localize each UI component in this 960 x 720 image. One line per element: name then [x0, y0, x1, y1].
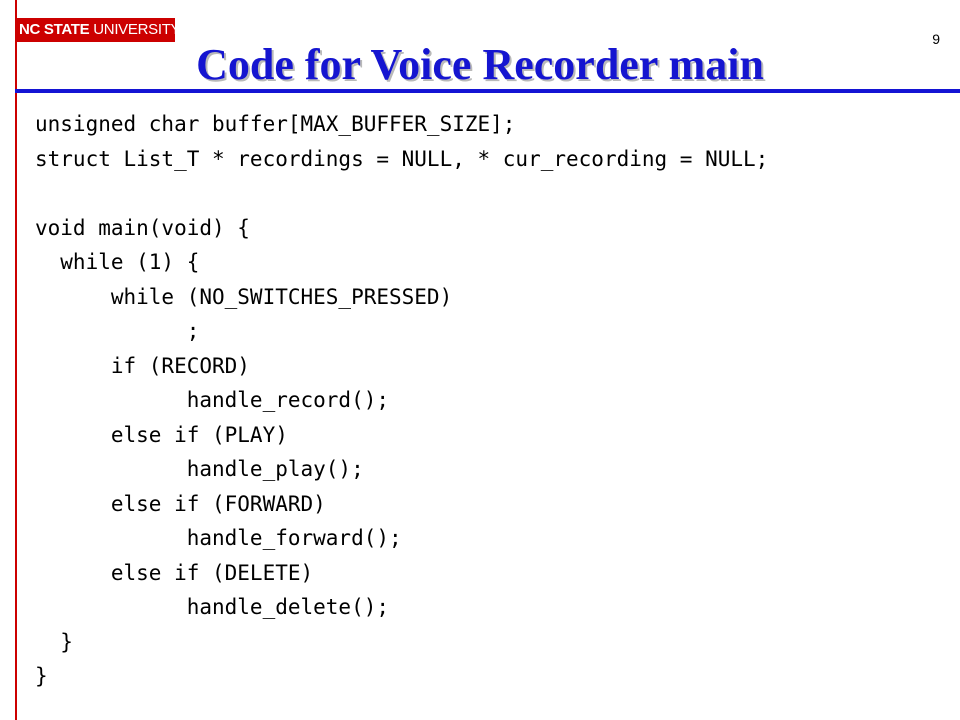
left-border-rule: [15, 0, 17, 720]
code-line: while (NO_SWITCHES_PRESSED): [35, 284, 453, 309]
code-line: else if (PLAY): [35, 422, 288, 447]
code-line: }: [35, 629, 73, 654]
code-line: unsigned char buffer[MAX_BUFFER_SIZE];: [35, 112, 516, 136]
nc-state-university-logo: NC STATE UNIVERSITY: [15, 18, 181, 42]
logo-nc-state-text: NC STATE: [19, 21, 90, 38]
code-line: while (1) {: [35, 250, 200, 274]
code-line: struct List_T * recordings = NULL, * cur…: [35, 146, 769, 171]
code-line: void main(void) {: [35, 215, 250, 240]
code-block: unsigned char buffer[MAX_BUFFER_SIZE]; s…: [35, 107, 768, 694]
logo-university-text: UNIVERSITY: [93, 21, 181, 38]
code-line: handle_play();: [35, 457, 364, 481]
code-line: else if (DELETE): [35, 560, 314, 585]
slide-title: Code for Voice Recorder main: [196, 40, 764, 89]
title-underline-rule: [15, 89, 960, 93]
code-line: else if (FORWARD): [35, 491, 326, 516]
code-line: [35, 176, 768, 211]
code-line: if (RECORD): [35, 353, 250, 378]
page-number: 9: [932, 31, 940, 47]
code-line: handle_forward();: [35, 526, 402, 550]
code-line: }: [35, 664, 48, 688]
code-line: ;: [35, 319, 200, 343]
code-line: handle_delete();: [35, 595, 390, 619]
code-line: handle_record();: [35, 388, 390, 412]
